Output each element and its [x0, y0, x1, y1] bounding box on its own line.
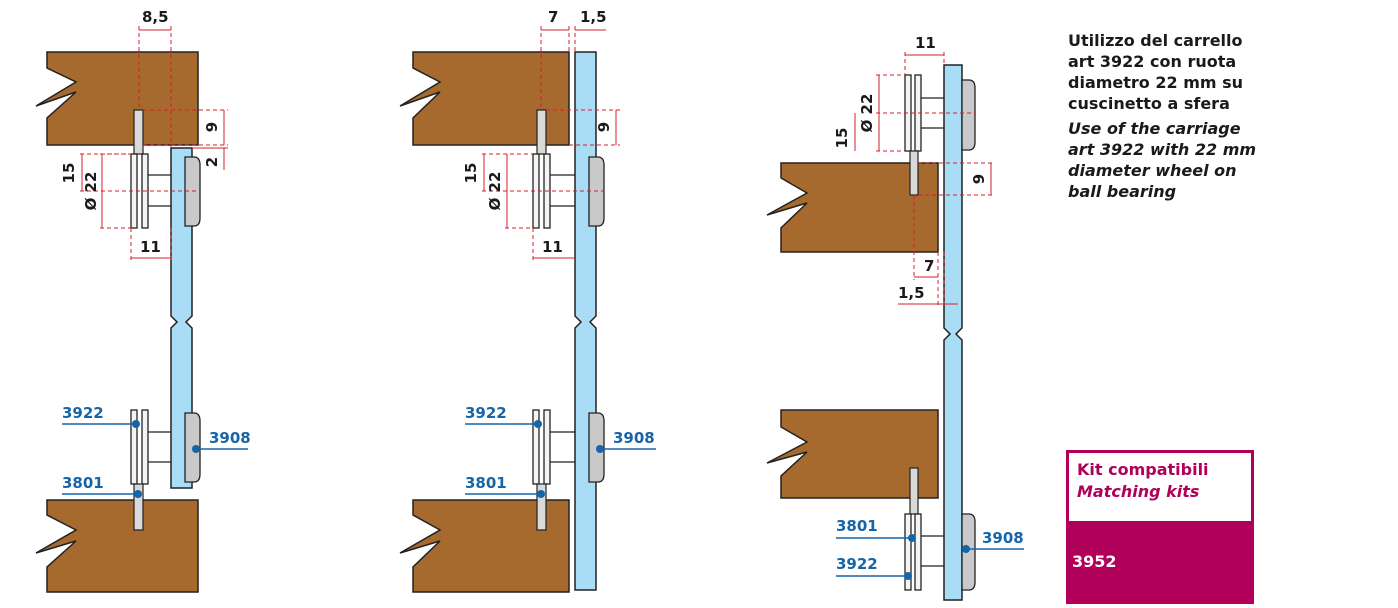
- dim-offset: 15: [462, 163, 480, 184]
- wood-lower: [399, 499, 570, 593]
- kit-item[interactable]: 3952: [1072, 552, 1117, 571]
- dim-offset: 15: [833, 128, 851, 149]
- kit-title-italian: Kit compatibili: [1077, 460, 1209, 479]
- wheel-plate-right-2: [543, 409, 551, 485]
- dim-width: 11: [542, 238, 563, 256]
- axle-bottom: [921, 535, 944, 567]
- wood-upper: [399, 51, 570, 146]
- axle-top: [550, 174, 575, 207]
- dim-height: 9: [970, 174, 988, 184]
- dim-width: 11: [915, 34, 936, 52]
- guide-pin-top: [133, 109, 144, 155]
- axle-top: [148, 174, 171, 207]
- dim-width: 11: [140, 238, 161, 256]
- bracket-top: [961, 79, 976, 151]
- axle-top: [921, 97, 944, 129]
- wood-upper: [35, 51, 199, 146]
- description: Utilizzo del carrello art 3922 con ruota…: [1068, 30, 1268, 202]
- label-carriage: 3922: [465, 404, 507, 422]
- axle-bottom: [148, 431, 171, 463]
- dim-diameter: Ø 22: [858, 94, 876, 133]
- dim-top-width: 8,5: [142, 8, 169, 26]
- guide-pin-top: [909, 150, 919, 196]
- dim-height: 9: [203, 122, 221, 132]
- dim-offset: 15: [60, 163, 78, 184]
- description-english: Use of the carriage art 3922 with 22 mm …: [1068, 119, 1257, 201]
- wheel-plate-right-2: [914, 513, 922, 591]
- glass-panel: [943, 64, 963, 601]
- dim-gap-b: 1,5: [898, 284, 925, 302]
- wheel-plate-left-2: [904, 513, 912, 591]
- label-bracket: 3908: [613, 429, 655, 447]
- dim-top-right: 1,5: [580, 8, 607, 26]
- guide-pin-bottom: [133, 483, 144, 531]
- wood-lower: [35, 499, 199, 593]
- glass-panel: [574, 51, 597, 591]
- guide-pin-top: [536, 109, 547, 155]
- view-3: 11 Ø 22 15 9 7 1,5 3801 3922 3908: [766, 34, 1024, 601]
- glass-panel: [170, 147, 193, 489]
- label-carriage: 3922: [62, 404, 104, 422]
- dim-gap-a: 7: [924, 257, 934, 275]
- label-guide: 3801: [836, 517, 878, 535]
- guide-pin-bottom: [536, 483, 547, 531]
- wheel-plate-right-2: [141, 409, 149, 485]
- kit-list: 3952: [1066, 524, 1254, 604]
- dim-diameter: Ø 22: [486, 172, 504, 211]
- kit-title-english: Matching kits: [1077, 482, 1200, 501]
- axle-bottom: [550, 431, 575, 463]
- dim-height: 9: [595, 122, 613, 132]
- view-1: 8,5 9 2 15 Ø 22 11 3922 3801 3908: [35, 8, 251, 593]
- matching-kits-header: Kit compatibili Matching kits: [1066, 450, 1254, 524]
- label-carriage: 3922: [836, 555, 878, 573]
- dim-gap: 2: [203, 157, 221, 167]
- dim-diameter: Ø 22: [82, 172, 100, 211]
- wood-bottom: [766, 409, 939, 499]
- dim-top-left: 7: [548, 8, 558, 26]
- label-guide: 3801: [62, 474, 104, 492]
- guide-pin-bottom: [909, 467, 919, 515]
- label-guide: 3801: [465, 474, 507, 492]
- wheel-plate-left-2: [532, 409, 540, 485]
- wood-middle: [766, 162, 939, 253]
- label-bracket: 3908: [209, 429, 251, 447]
- view-2: 7 1,5 9 15 Ø 22 11 3922 3801 3908: [399, 8, 656, 593]
- description-italian: Utilizzo del carrello art 3922 con ruota…: [1068, 31, 1244, 113]
- label-bracket: 3908: [982, 529, 1024, 547]
- matching-kits-box: Kit compatibili Matching kits 3952: [1066, 450, 1254, 604]
